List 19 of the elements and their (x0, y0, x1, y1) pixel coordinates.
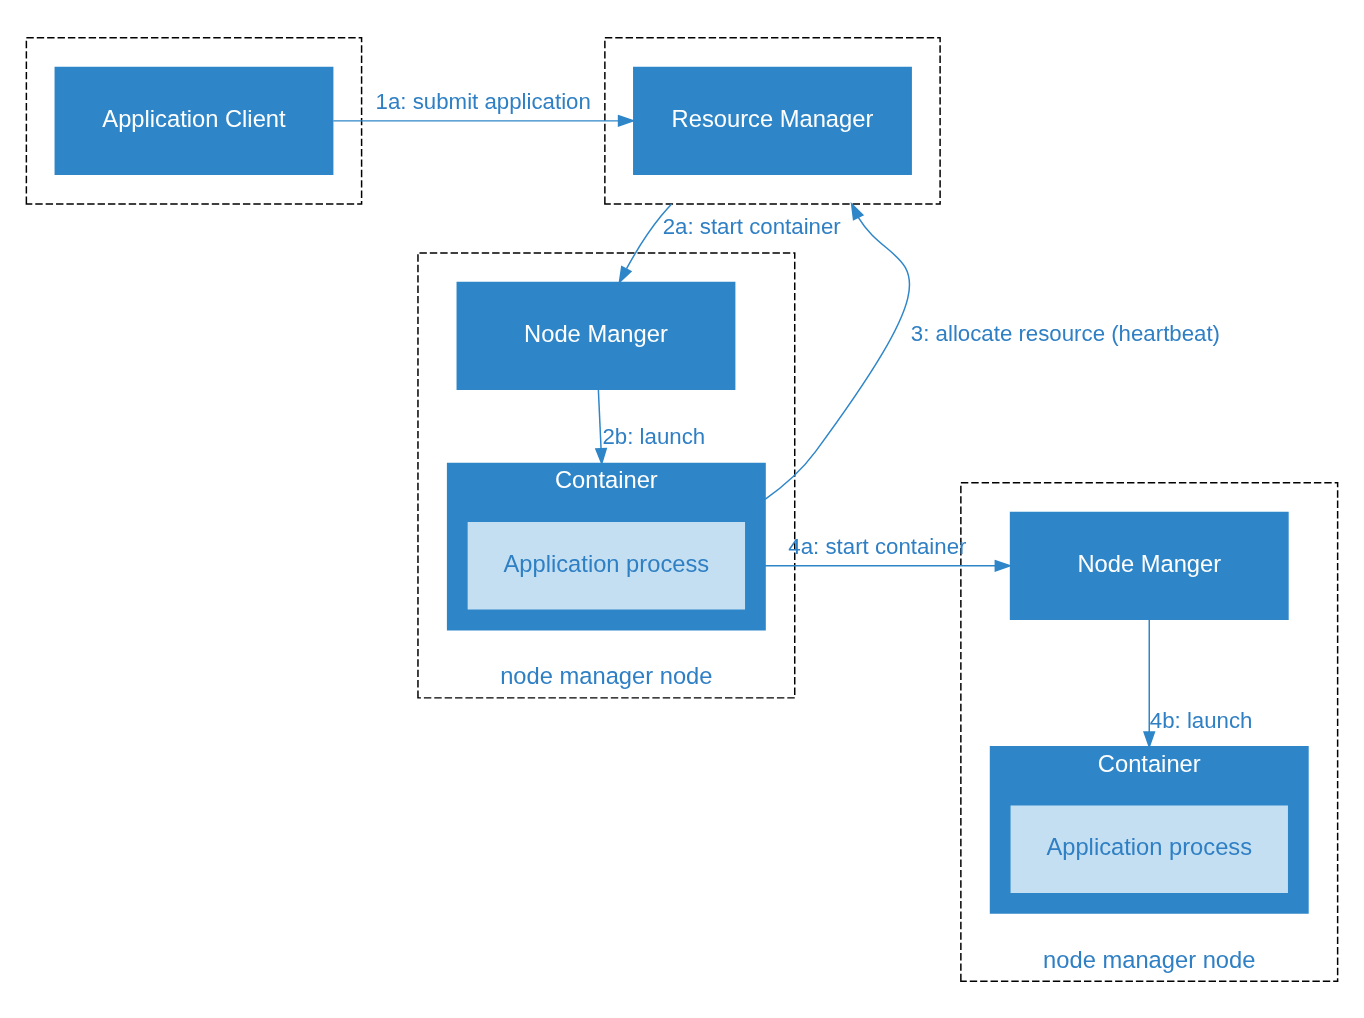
cluster (604, 36, 941, 205)
cluster (25, 36, 363, 205)
arrow (1143, 618, 1156, 749)
node-box: Resource Manager (633, 66, 912, 175)
arrow (594, 388, 608, 466)
node-box: Application process (467, 521, 746, 610)
edge-label: 2b: launch (602, 423, 706, 449)
edge-label: 2a: start container (662, 213, 841, 239)
node-box: Node Manger (456, 281, 736, 390)
arrow (332, 114, 636, 127)
edge-label: 4b: launch (1149, 707, 1253, 733)
arrow (764, 559, 1013, 572)
node-box: Node Manger (1009, 511, 1289, 620)
edge-label: 1a: submit application (375, 88, 591, 114)
node-box: Application process (1010, 804, 1288, 893)
arrow (764, 201, 910, 500)
edge-label: 3: allocate resource (heartbeat) (910, 320, 1221, 346)
arrow (618, 202, 673, 284)
node-box: Application Client (54, 66, 334, 175)
